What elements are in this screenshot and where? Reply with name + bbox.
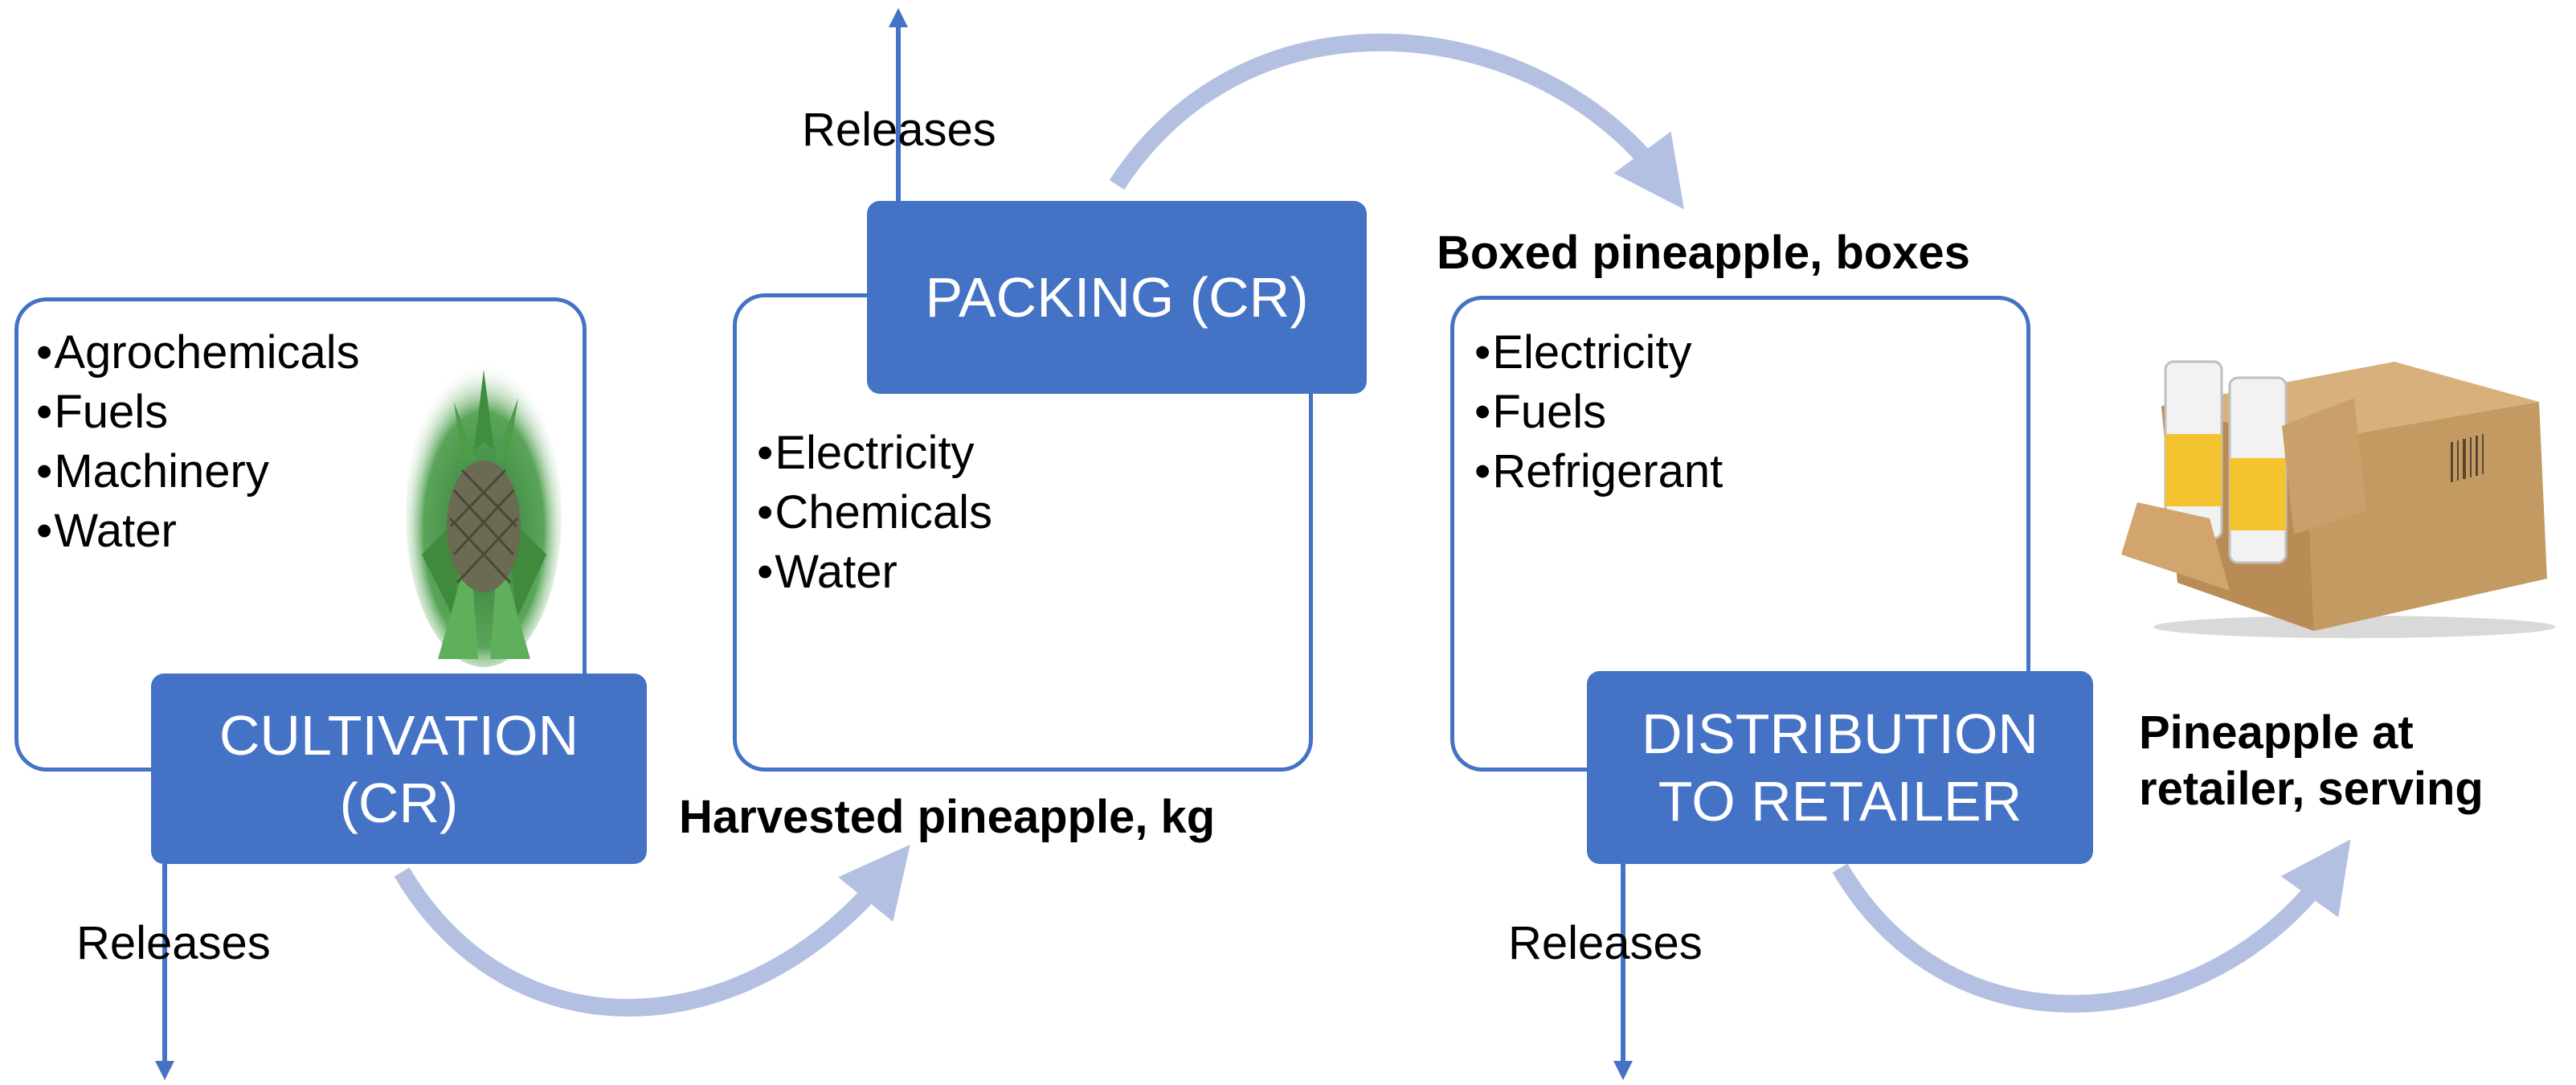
input-item: Fuels: [1474, 383, 1723, 442]
stage-title: PACKING (CR): [925, 266, 1309, 329]
cultivation-inputs-list: Agrochemicals Fuels Machinery Water: [36, 323, 360, 561]
flow-label-retailer-line2: retailer, serving: [2139, 762, 2484, 815]
input-item: Agrochemicals: [36, 323, 359, 383]
input-item: Electricity: [1474, 323, 1723, 383]
input-item: Machinery: [36, 442, 360, 502]
flow-arrow-cultivation-to-packing: [394, 844, 910, 1017]
flow-arrow-distribution-to-retailer: [1832, 839, 2351, 1013]
input-item: Chemicals: [757, 483, 992, 542]
flow-arrow-packing-to-distribution: [1109, 33, 1685, 210]
packing-stage-box: PACKING (CR): [867, 201, 1367, 394]
stage-title: TO RETAILER: [1658, 770, 2022, 833]
distribution-inputs-list: Electricity Fuels Refrigerant: [1474, 323, 1723, 502]
input-item: Water: [757, 542, 992, 602]
stage-title: CULTIVATION: [219, 703, 579, 767]
input-item: Water: [36, 502, 360, 561]
releases-label-distribution: Releases: [1508, 917, 1703, 969]
distribution-stage-box: DISTRIBUTION TO RETAILER: [1587, 671, 2093, 864]
input-item: Electricity: [757, 424, 992, 483]
pineapple-plant-image: [406, 362, 562, 667]
input-item: Refrigerant: [1474, 442, 1723, 502]
input-item: Fuels: [36, 383, 360, 442]
stage-title: (CR): [339, 771, 459, 834]
flow-label-boxed: Boxed pineapple, boxes: [1437, 227, 1970, 279]
cardboard-box-image: [2121, 360, 2555, 638]
flow-label-retailer: Pineapple at retailer, serving: [2139, 705, 2484, 817]
flow-label-harvested: Harvested pineapple, kg: [679, 791, 1216, 843]
cultivation-stage-box: CULTIVATION (CR): [151, 674, 647, 864]
releases-label-packing: Releases: [802, 104, 996, 156]
releases-label-cultivation: Releases: [76, 917, 271, 969]
stage-title: DISTRIBUTION: [1642, 702, 2038, 765]
packing-inputs-list: Electricity Chemicals Water: [757, 424, 992, 602]
flow-label-retailer-line1: Pineapple at: [2139, 706, 2414, 759]
